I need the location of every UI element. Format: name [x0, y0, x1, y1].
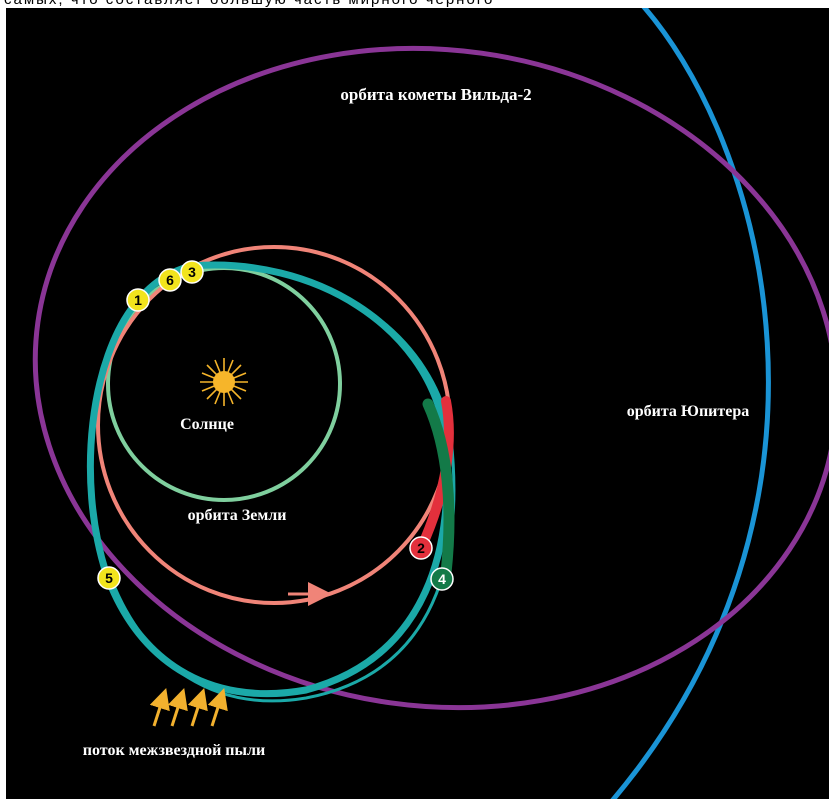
svg-text:1: 1 [134, 292, 142, 308]
spacecraft-trajectory [86, 261, 456, 703]
segment-green [422, 398, 455, 579]
earth-orbit-label: орбита Земли [188, 507, 287, 524]
marker-3: 3 [180, 260, 204, 284]
orbit-diagram-svg: 1 6 3 2 4 5 орбита кометы Вильда-2 орбит… [32, 8, 829, 799]
dust-flow-label: поток межзвездной пыли [83, 742, 265, 759]
svg-text:6: 6 [166, 272, 174, 288]
sun-label: Солнце [180, 416, 234, 433]
marker-5: 5 [97, 566, 121, 590]
marker-1: 1 [126, 288, 150, 312]
svg-text:2: 2 [417, 540, 425, 556]
comet-orbit [32, 45, 829, 711]
jupiter-orbit-label: орбита Юпитера [627, 403, 749, 420]
top-caption-text: самых, что составляет большую часть мирн… [4, 0, 824, 8]
dust-flow-arrows [149, 688, 228, 727]
comet-orbit-label: орбита кометы Вильда-2 [340, 85, 531, 104]
marker-6: 6 [158, 268, 182, 292]
svg-text:5: 5 [105, 570, 113, 586]
sun-icon [200, 358, 248, 406]
marker-4: 4 [430, 567, 454, 591]
orbit-diagram: 1 6 3 2 4 5 орбита кометы Вильда-2 орбит… [6, 8, 829, 799]
svg-text:3: 3 [188, 264, 196, 280]
spacecraft-orbit [96, 245, 452, 605]
svg-text:4: 4 [438, 571, 446, 587]
jupiter-orbit [610, 8, 771, 799]
marker-2: 2 [409, 536, 433, 560]
